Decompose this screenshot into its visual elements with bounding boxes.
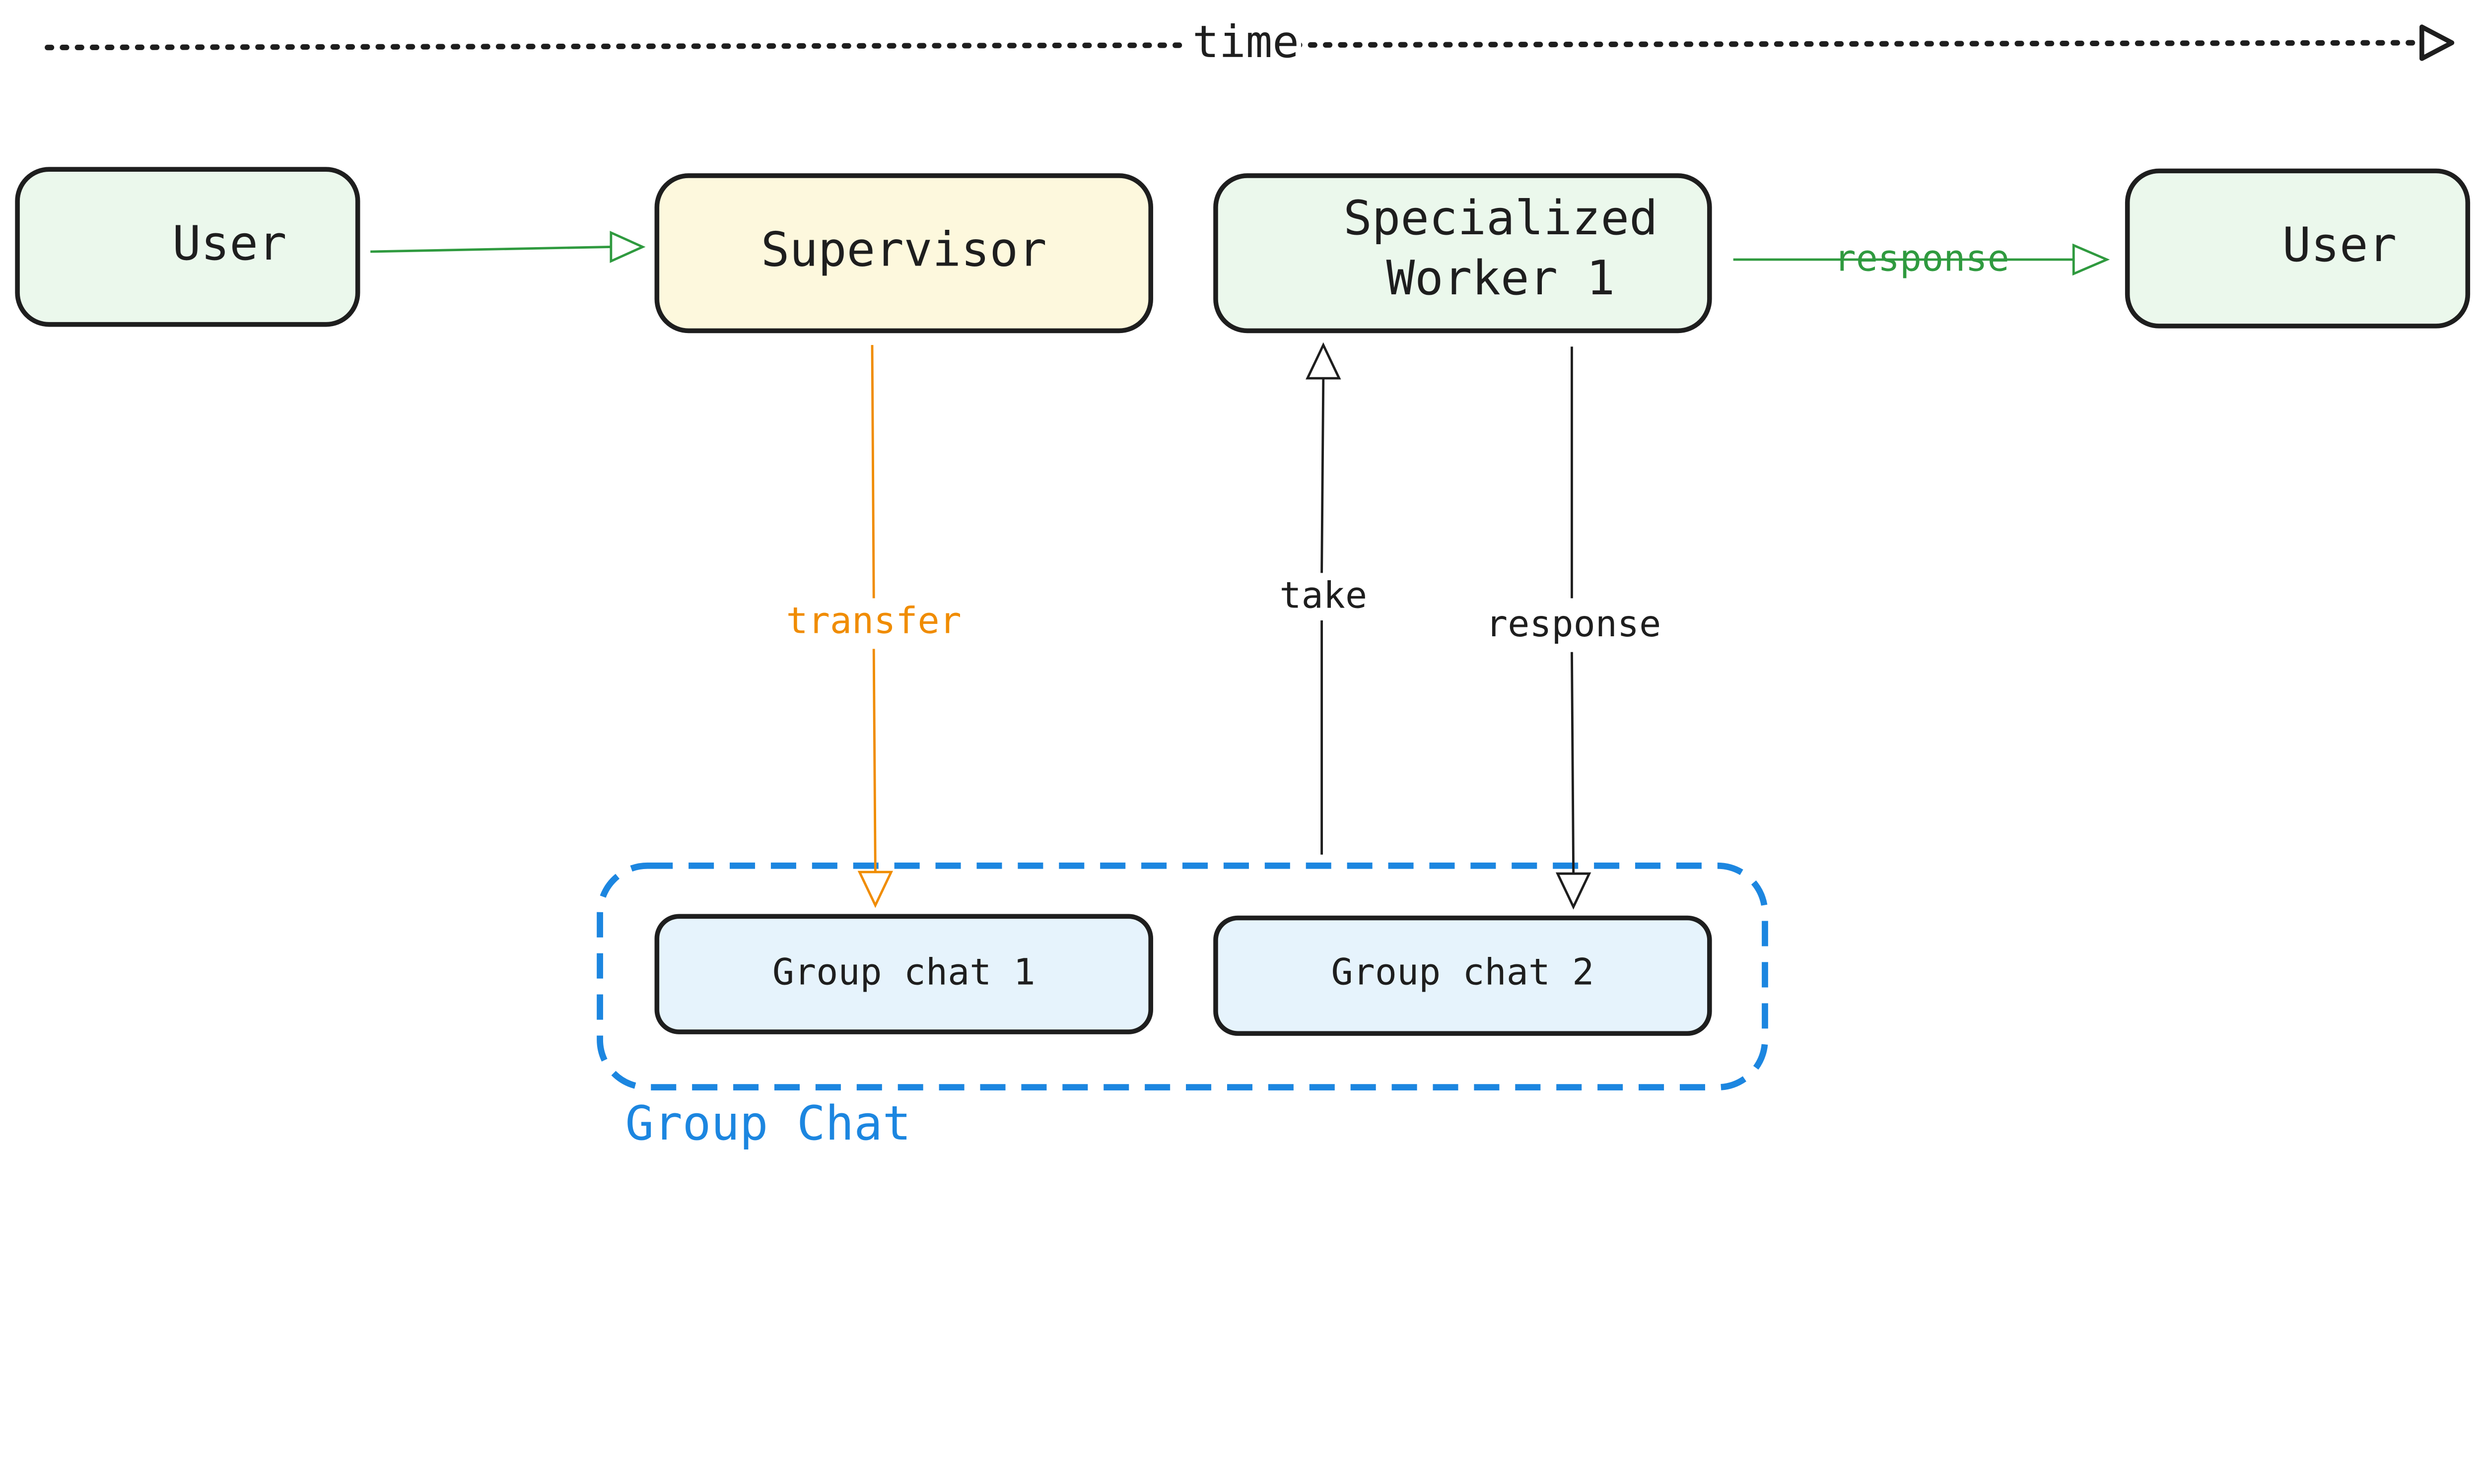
node-worker-label-line1: Specialized xyxy=(1343,190,1658,246)
node-specialized-worker: Specialized Worker 1 xyxy=(1213,173,1712,334)
edge-response-down-label: response xyxy=(1486,603,1661,645)
node-worker-label-line2: Worker 1 xyxy=(1386,250,1615,306)
arrowhead-icon xyxy=(857,871,894,908)
node-user-end-label: User xyxy=(2282,217,2397,272)
arrowhead-icon xyxy=(1306,342,1341,380)
edge-transfer-label: transfer xyxy=(786,600,962,642)
node-group-chat-1-label: Group chat 1 xyxy=(772,951,1035,993)
node-user-start: User xyxy=(15,167,360,327)
edge-user-to-supervisor xyxy=(370,231,646,263)
edge-response-down: response xyxy=(1486,346,1661,910)
edge-take-label: take xyxy=(1280,574,1368,616)
edge-take: take xyxy=(1280,342,1368,855)
node-supervisor-label: Supervisor xyxy=(761,222,1047,277)
edge-response-right: response xyxy=(1733,237,2110,279)
time-label: time xyxy=(1192,16,1299,68)
node-user-start-label: User xyxy=(172,215,286,271)
node-supervisor: Supervisor xyxy=(654,173,1154,334)
arrowhead-icon xyxy=(2072,243,2110,276)
edge-response-right-label: response xyxy=(1834,237,2009,279)
group-chat-container xyxy=(597,862,1768,1091)
arrowhead-icon xyxy=(610,231,646,263)
node-group-chat-2-label: Group chat 2 xyxy=(1331,951,1594,993)
edge-transfer: transfer xyxy=(786,345,962,908)
node-group-chat-1: Group chat 1 xyxy=(654,914,1154,1034)
node-user-end: User xyxy=(2125,168,2471,329)
group-chat-label: Group Chat xyxy=(625,1095,911,1151)
diagram-canvas: time User Supervisor Specialized Worker … xyxy=(15,16,2471,1151)
node-group-chat-2: Group chat 2 xyxy=(1213,915,1712,1036)
time-arrowhead-icon xyxy=(2419,24,2455,61)
arrowhead-icon xyxy=(1555,872,1591,910)
